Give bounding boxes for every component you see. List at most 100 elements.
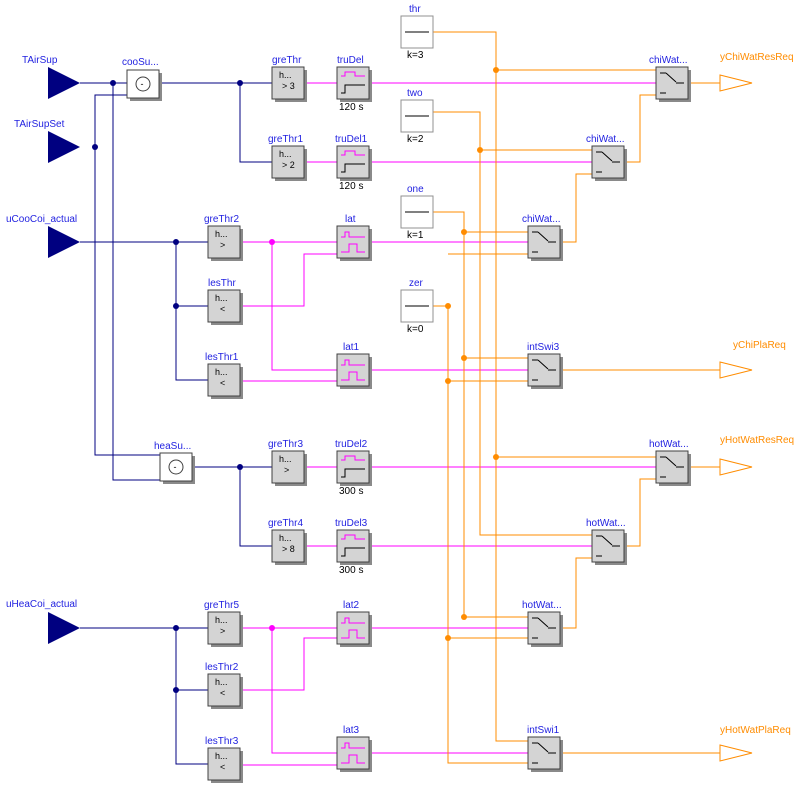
block-greThr4-label: greThr4 bbox=[268, 518, 303, 529]
input-TAirSup[interactable]: TAirSup bbox=[22, 55, 80, 99]
output-yHotWatPlaReq[interactable]: yHotWatPlaReq bbox=[719, 725, 791, 762]
const-thr-label: thr bbox=[409, 4, 421, 15]
block-greThr3-label: greThr3 bbox=[268, 439, 303, 450]
block-truDel3[interactable]: truDel3 300 s bbox=[335, 518, 372, 576]
block-greThr5-label: greThr5 bbox=[204, 600, 239, 611]
block-lesThr3-label: lesThr3 bbox=[205, 736, 239, 747]
const-one[interactable]: one k=1 bbox=[400, 184, 434, 241]
block-lesThr2-op: < bbox=[220, 688, 225, 698]
block-truDel1[interactable]: truDel1 120 s bbox=[335, 134, 372, 192]
block-lat3[interactable]: lat3 bbox=[336, 725, 372, 772]
block-lat[interactable]: lat bbox=[336, 214, 372, 261]
block-truDel2[interactable]: truDel2 300 s bbox=[335, 439, 372, 497]
output-yChiWatResReq-label: yChiWatResReq bbox=[720, 52, 794, 63]
switch-hotWat-2-label: hotWat... bbox=[586, 518, 626, 529]
block-greThr4-op: > 8 bbox=[282, 544, 295, 554]
adder-cooSub[interactable]: - cooSu... bbox=[122, 57, 162, 101]
latch-out-icon bbox=[341, 371, 365, 381]
block-lesThr3-op: < bbox=[220, 762, 225, 772]
block-truDel3-time: 300 s bbox=[339, 565, 363, 576]
switch-hotWat-2[interactable]: hotWat... bbox=[586, 518, 627, 565]
const-thr-k: k=3 bbox=[407, 50, 424, 61]
block-truDel1-label: truDel1 bbox=[335, 134, 368, 145]
switch-intSwi1[interactable]: intSwi1 bbox=[527, 725, 563, 772]
latch-out-icon bbox=[341, 754, 365, 764]
real-signal-wires bbox=[80, 82, 272, 765]
latch-set-icon bbox=[341, 742, 365, 749]
delay-step-icon bbox=[341, 84, 365, 94]
switch-icon bbox=[532, 742, 556, 764]
block-lesThr2[interactable]: h... < lesThr2 bbox=[205, 662, 243, 709]
switch-icon bbox=[532, 231, 556, 253]
block-lesThr1[interactable]: h... < lesThr1 bbox=[205, 352, 243, 399]
latch-set-icon bbox=[341, 617, 365, 624]
block-greThr1-label: greThr1 bbox=[268, 134, 303, 145]
input-uHeaCoi-actual-label: uHeaCoi_actual bbox=[6, 599, 77, 610]
block-lesThr-top: h... bbox=[215, 293, 228, 303]
input-uCooCoi-actual-label: uCooCoi_actual bbox=[6, 214, 77, 225]
adder-heaSub-label: heaSu... bbox=[154, 441, 191, 452]
switch-hotWat-1-label: hotWat... bbox=[649, 439, 689, 450]
input-TAirSup-label: TAirSup bbox=[22, 55, 58, 66]
input-TAirSupSet[interactable]: TAirSupSet bbox=[14, 119, 80, 163]
junction-dots bbox=[92, 67, 499, 693]
output-yChiPlaReq[interactable]: yChiPlaReq bbox=[719, 340, 786, 379]
input-uHeaCoi-actual[interactable]: uHeaCoi_actual bbox=[6, 599, 80, 644]
adder-cooSub-label: cooSu... bbox=[122, 57, 159, 68]
switch-hotWat-1[interactable]: hotWat... bbox=[649, 439, 691, 486]
delay-step-icon bbox=[341, 468, 365, 478]
block-greThr-top: h... bbox=[279, 70, 292, 80]
block-lesThr2-label: lesThr2 bbox=[205, 662, 239, 673]
switch-chiWat-3-label: chiWat... bbox=[522, 214, 561, 225]
switch-chiWat-2[interactable]: chiWat... bbox=[586, 134, 627, 181]
block-greThr3-top: h... bbox=[279, 454, 292, 464]
block-truDel-time: 120 s bbox=[339, 102, 363, 113]
input-uCooCoi-actual[interactable]: uCooCoi_actual bbox=[6, 214, 80, 258]
delay-step-icon bbox=[341, 163, 365, 173]
block-lat1[interactable]: lat1 bbox=[336, 342, 372, 389]
block-greThr1[interactable]: h... > 2 greThr1 bbox=[268, 134, 307, 181]
switch-icon bbox=[660, 72, 684, 94]
block-greThr2-top: h... bbox=[215, 229, 228, 239]
block-greThr-op: > 3 bbox=[282, 81, 295, 91]
block-lesThr3[interactable]: h... < lesThr3 bbox=[205, 736, 243, 783]
block-truDel3-label: truDel3 bbox=[335, 518, 368, 529]
block-greThr5[interactable]: h... > greThr5 bbox=[204, 600, 243, 647]
switch-chiWat-1[interactable]: chiWat... bbox=[649, 55, 691, 102]
block-lesThr-label: lesThr bbox=[208, 278, 236, 289]
block-greThr[interactable]: h... > 3 greThr bbox=[271, 55, 307, 102]
output-yHotWatResReq[interactable]: yHotWatResReq bbox=[719, 435, 794, 476]
switch-chiWat-1-label: chiWat... bbox=[649, 55, 688, 66]
const-two-k: k=2 bbox=[407, 134, 424, 145]
block-truDel2-label: truDel2 bbox=[335, 439, 368, 450]
block-lesThr-op: < bbox=[220, 304, 225, 314]
switch-intSwi3[interactable]: intSwi3 bbox=[527, 342, 563, 389]
switch-chiWat-3[interactable]: chiWat... bbox=[522, 214, 563, 261]
block-greThr2-label: greThr2 bbox=[204, 214, 239, 225]
switch-intSwi3-label: intSwi3 bbox=[527, 342, 560, 353]
block-greThr4[interactable]: h... > 8 greThr4 bbox=[268, 518, 307, 565]
block-truDel[interactable]: truDel 120 s bbox=[336, 55, 372, 113]
input-TAirSupSet-label: TAirSupSet bbox=[14, 119, 65, 130]
block-lesThr2-top: h... bbox=[215, 677, 228, 687]
switch-icon bbox=[596, 535, 620, 557]
const-thr[interactable]: thr k=3 bbox=[400, 4, 434, 61]
block-greThr3[interactable]: h... > greThr3 bbox=[268, 439, 307, 486]
block-lesThr1-top: h... bbox=[215, 367, 228, 377]
block-greThr2[interactable]: h... > greThr2 bbox=[204, 214, 243, 261]
const-two[interactable]: two k=2 bbox=[400, 88, 434, 145]
subtract-icon bbox=[135, 76, 151, 92]
switch-icon bbox=[532, 617, 556, 639]
switch-icon bbox=[532, 359, 556, 381]
switch-icon bbox=[660, 456, 684, 478]
switch-hotWat-3[interactable]: hotWat... bbox=[522, 600, 563, 647]
block-lat2[interactable]: lat2 bbox=[336, 600, 372, 647]
adder-heaSub[interactable]: - heaSu... bbox=[154, 441, 195, 484]
switch-hotWat-3-label: hotWat... bbox=[522, 600, 562, 611]
const-zer[interactable]: zer k=0 bbox=[400, 278, 434, 335]
adder-cooSub-symbol: - bbox=[141, 79, 144, 89]
output-yChiWatResReq[interactable]: yChiWatResReq bbox=[719, 52, 794, 92]
adder-heaSub-symbol: - bbox=[174, 462, 177, 472]
block-lesThr[interactable]: h... < lesThr bbox=[207, 278, 243, 325]
latch-out-icon bbox=[341, 629, 365, 639]
